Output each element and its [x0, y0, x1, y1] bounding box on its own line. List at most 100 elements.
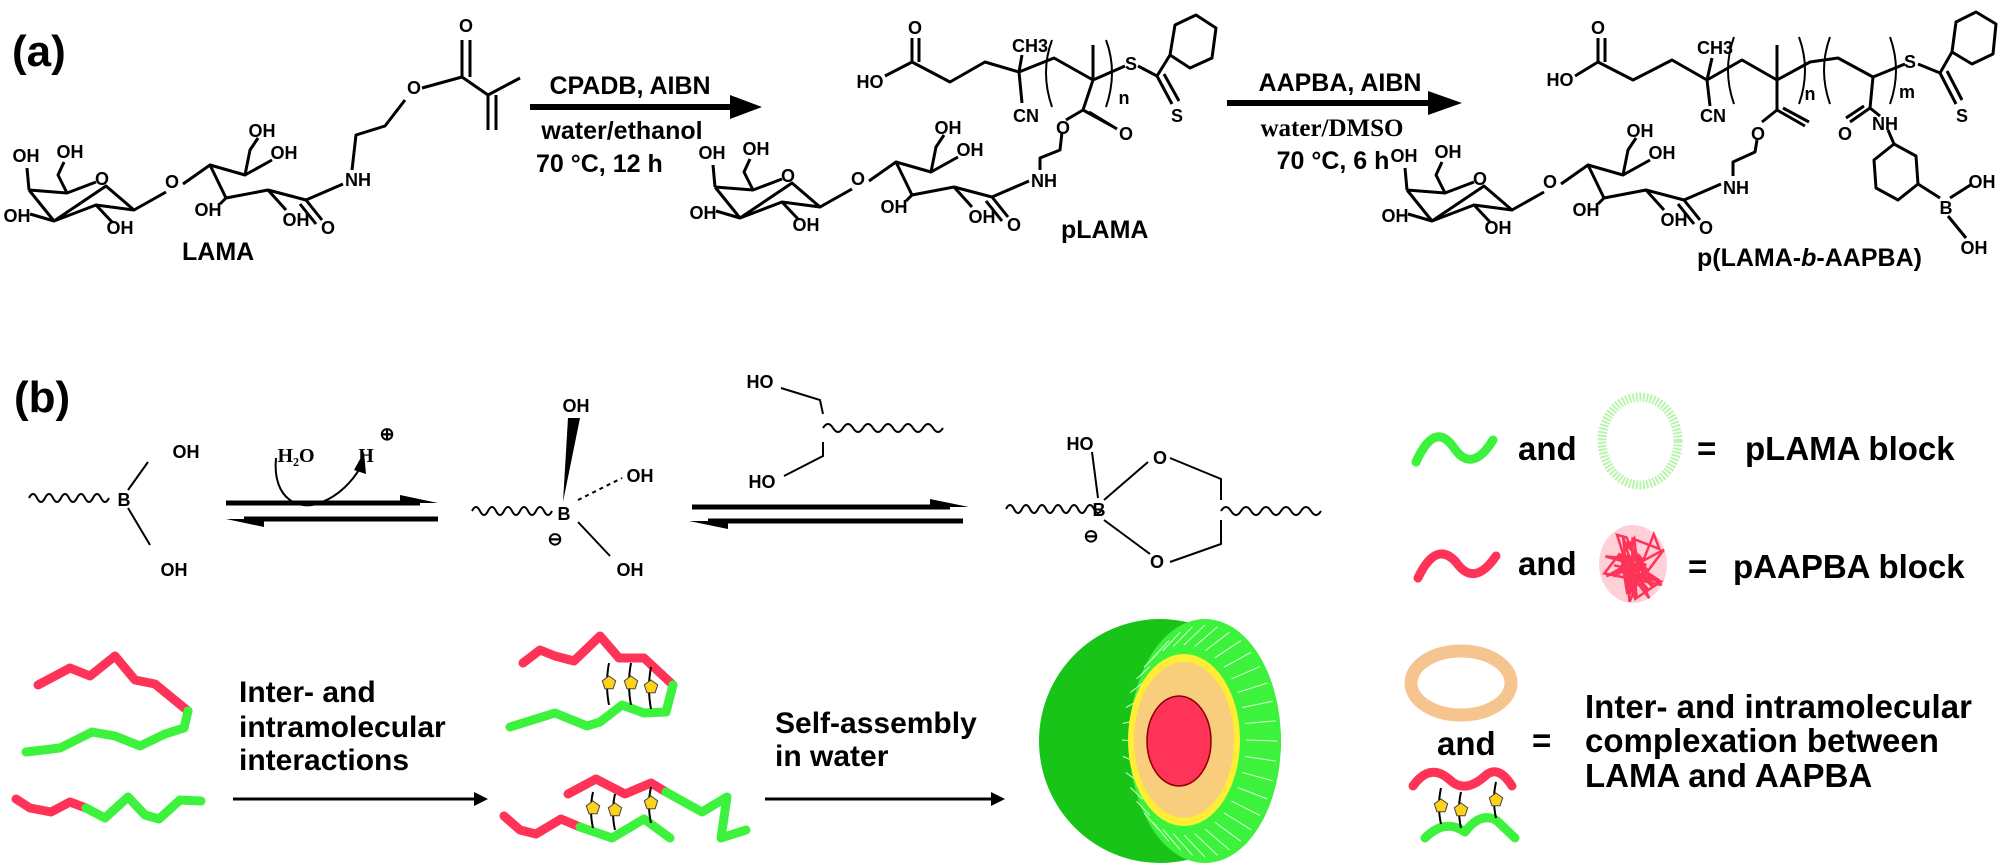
sugar-pentagon-icon: [601, 675, 617, 690]
proton-label: H: [358, 445, 374, 467]
wavy-bond: [1005, 504, 1103, 514]
atom-label: OH: [690, 203, 717, 223]
atom-label: OH: [283, 210, 310, 230]
arrowhead: [689, 521, 728, 529]
corona-chain: [1194, 833, 1218, 856]
atom-label: OH: [969, 207, 996, 227]
atom-label: CH3: [1012, 36, 1048, 56]
corona-chain: [1223, 812, 1252, 831]
atom-label: O: [908, 18, 922, 38]
bond-line: [1406, 180, 1514, 223]
corona-chain: [1204, 828, 1230, 851]
arrowhead: [354, 452, 366, 474]
atom-label: O: [781, 166, 795, 186]
corona-chain: [1237, 682, 1268, 693]
corona-chain: [1245, 739, 1278, 742]
atom-label: O: [1473, 169, 1487, 189]
atom-label: ⊖: [547, 529, 562, 549]
atom-label: OH: [1485, 218, 1512, 238]
block-copolymer-name: p(LAMA-b-AAPBA): [1697, 244, 1922, 272]
phenyl-ring: [1872, 142, 1920, 202]
corona-chain: [1231, 800, 1261, 817]
plama-strand: [505, 680, 678, 732]
bond-line: [895, 134, 974, 209]
corona-chain: [1237, 787, 1268, 800]
bond-line: [133, 163, 344, 212]
atom-label: S: [1171, 106, 1183, 126]
phenyl-ring: [1950, 10, 1998, 66]
wedge-bond: [563, 418, 580, 502]
corona-chain: [1162, 828, 1181, 851]
wavy-bond: [28, 493, 110, 503]
atom-label: O: [1751, 124, 1765, 144]
paapba-strand-icon: [1408, 767, 1517, 791]
bond-line: [1917, 51, 1964, 105]
atom-label: NH: [1031, 171, 1057, 191]
polymer-bracket: [1045, 39, 1113, 108]
bond-line: [127, 461, 151, 546]
reaction-arrow-step1: [530, 95, 762, 119]
legend-connector: and: [1518, 430, 1577, 467]
atom-label: O: [1119, 124, 1133, 144]
corona-chain: [1245, 720, 1276, 725]
paapba-strand: [11, 794, 91, 817]
paapba-core-scribble: [1602, 530, 1665, 603]
sugar-pentagon-icon: [1488, 792, 1504, 807]
corona-chain: [1242, 700, 1273, 708]
atom-label: B: [118, 490, 131, 510]
step2-solvent: water/DMSO: [1260, 115, 1403, 142]
interactions-step-label: Inter- and: [239, 676, 376, 709]
panel-a-label: (a): [12, 27, 66, 76]
legend-equals: =: [1697, 430, 1716, 467]
atom-label: OH: [1435, 142, 1462, 162]
atom-label: OH: [249, 121, 276, 141]
bond-line: [25, 161, 114, 224]
arrowhead: [226, 519, 264, 527]
panel-b-label: (b): [14, 373, 70, 422]
corona-chain: [1194, 626, 1218, 647]
micelle-cross-section: [1039, 619, 1281, 863]
bond-line: [577, 521, 611, 557]
bond-line: [819, 160, 1030, 209]
corona-chain: [1231, 665, 1261, 680]
atom-label: HO: [1547, 70, 1574, 90]
atom-label: ⊖: [1083, 526, 1098, 546]
atom-label: O: [407, 78, 421, 98]
bond-line: [884, 38, 1126, 170]
atom-label: m: [1899, 82, 1915, 102]
atom-label: O: [1007, 215, 1021, 235]
step1-reagents: CPADB, AIBN: [549, 72, 710, 100]
atom-label: OH: [1969, 172, 1996, 192]
atom-label: B: [1940, 198, 1953, 218]
atom-label: HO: [1067, 434, 1094, 454]
atom-label: NH: [1872, 114, 1898, 134]
atom-label: O: [1699, 218, 1713, 238]
wavy-bond: [822, 423, 944, 433]
plama-strand: [21, 706, 193, 757]
legend-connector: and: [1518, 545, 1577, 582]
atom-label: B: [558, 504, 571, 524]
corona-chain: [1183, 624, 1206, 646]
self-assembly-step-label: Self-assembly: [775, 707, 977, 740]
atom-label: OH: [1391, 146, 1418, 166]
sugar-pentagon-icon: [1453, 802, 1469, 817]
plama-strand-icon: [1420, 813, 1520, 843]
corona-chain: [1130, 682, 1143, 693]
plama-strand: [81, 792, 206, 824]
arrowhead: [400, 495, 438, 503]
arrowhead: [474, 792, 488, 806]
atom-label: OH: [881, 197, 908, 217]
lama-name: LAMA: [182, 238, 254, 266]
atom-label: OH: [4, 206, 31, 226]
bond-line: [714, 177, 822, 220]
atom-label: OH: [1649, 143, 1676, 163]
bond-line: [1137, 54, 1181, 105]
atom-label: n: [1805, 84, 1816, 104]
corona-chain: [1223, 651, 1252, 668]
corona-chain: [1136, 800, 1151, 816]
atom-label: O: [851, 169, 865, 189]
